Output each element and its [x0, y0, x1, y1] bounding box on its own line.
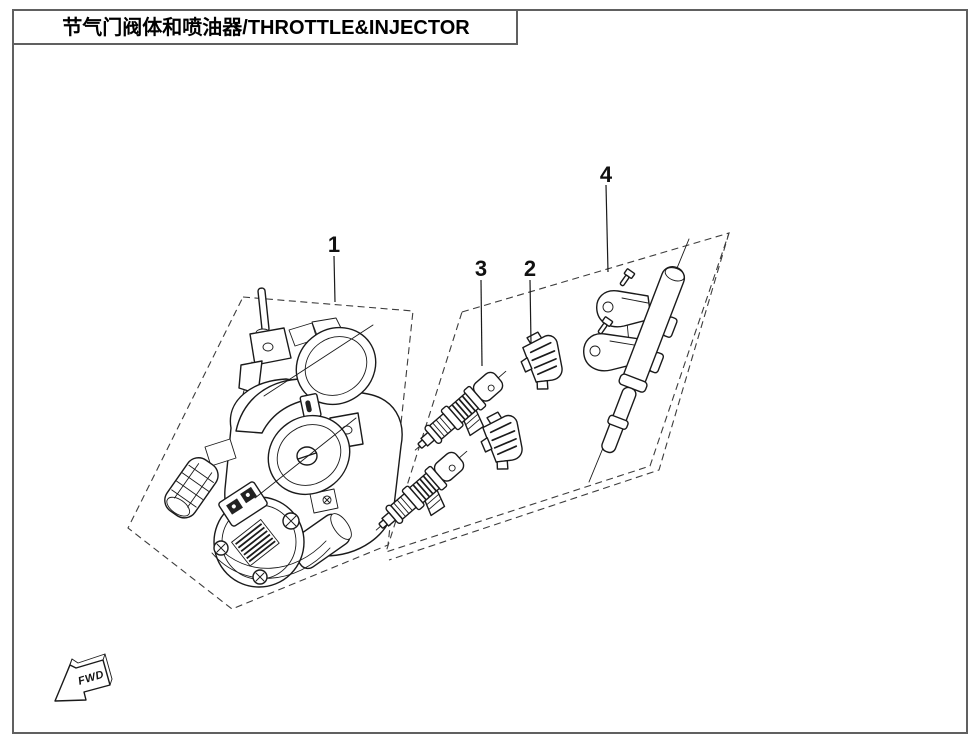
fwd-arrow-icon	[54, 653, 113, 702]
fwd-direction-marker: FWD	[54, 653, 113, 702]
callout-4: 4	[600, 162, 613, 187]
throttle-body-drawing	[164, 287, 403, 588]
callout-4-leader	[605, 184, 609, 273]
injector-rail-group-boundary-outer	[388, 232, 730, 561]
throttle-body-group-boundary	[127, 296, 414, 610]
rail-screw-lower	[597, 316, 614, 335]
callout-2: 2	[524, 256, 536, 281]
rail-screw-upper	[619, 268, 636, 287]
page-frame	[12, 9, 968, 734]
fuel-rail-drawing	[583, 238, 690, 483]
callout-2-leader	[529, 279, 532, 344]
callout-1: 1	[328, 232, 340, 257]
injector-rail-group-boundary	[385, 232, 730, 553]
callout-3: 3	[475, 256, 487, 281]
title-box	[12, 9, 518, 45]
page-title: 节气门阀体和喷油器/THROTTLE&INJECTOR	[62, 15, 470, 39]
callout-1-leader	[333, 255, 336, 303]
callout-3-leader	[480, 279, 483, 367]
